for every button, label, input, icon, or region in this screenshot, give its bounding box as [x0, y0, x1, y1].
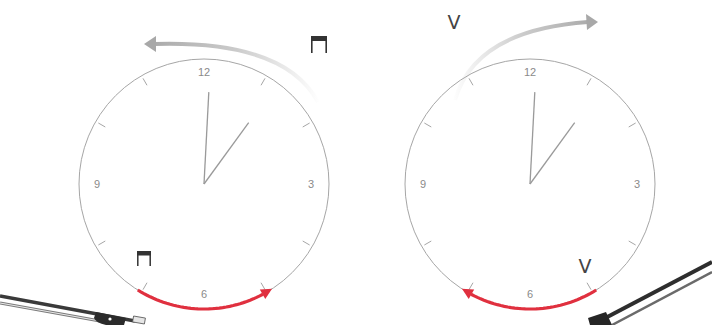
clock-number: 3 — [634, 179, 640, 190]
hour-tick — [629, 123, 636, 127]
hour-tick — [424, 123, 431, 127]
clock-circle — [79, 59, 329, 309]
motion-arrow — [455, 22, 588, 100]
clock-hand — [530, 123, 575, 184]
clock-number: 6 — [527, 289, 533, 300]
hour-tick — [629, 241, 636, 245]
hour-tick — [469, 283, 473, 290]
clock-number: 12 — [198, 67, 210, 78]
hour-tick — [98, 123, 105, 127]
clock-hand — [204, 92, 209, 184]
bow-stroke-arc — [471, 290, 596, 309]
hour-tick — [424, 241, 431, 245]
hour-tick — [303, 241, 310, 245]
clock-number: 9 — [420, 179, 426, 190]
down-bow-symbol — [137, 251, 151, 266]
clock-face: 12 9 3 6 — [73, 53, 335, 315]
arrowhead — [462, 289, 474, 299]
hour-tick — [261, 283, 265, 290]
arrowhead — [144, 36, 156, 52]
up-bow-symbol: V — [448, 13, 461, 32]
up-bow-symbol: V — [579, 257, 592, 276]
clock-number: 12 — [524, 67, 536, 78]
hour-tick — [143, 78, 147, 85]
bow-stroke-arc — [138, 290, 263, 309]
clock-outline — [73, 53, 335, 315]
hour-tick — [587, 283, 591, 290]
violin-bow — [588, 262, 712, 325]
clock-outline — [399, 53, 661, 315]
hour-tick — [143, 283, 147, 290]
hour-tick — [261, 78, 265, 85]
hour-tick — [303, 123, 310, 127]
clock-number: 6 — [201, 289, 207, 300]
motion-arrow — [154, 44, 318, 102]
hour-tick — [98, 241, 105, 245]
arrowhead — [260, 289, 272, 299]
clock-number: 9 — [94, 179, 100, 190]
hour-tick — [587, 78, 591, 85]
clock-hand — [530, 92, 535, 184]
down-bow-symbol — [311, 36, 327, 53]
violin-bow — [0, 296, 145, 325]
clock-number: 3 — [308, 179, 314, 190]
clock-hand — [204, 123, 249, 184]
clock-face: 12 9 3 6 — [399, 53, 661, 315]
hour-tick — [469, 78, 473, 85]
arrowhead — [586, 14, 598, 30]
clock-circle — [405, 59, 655, 309]
